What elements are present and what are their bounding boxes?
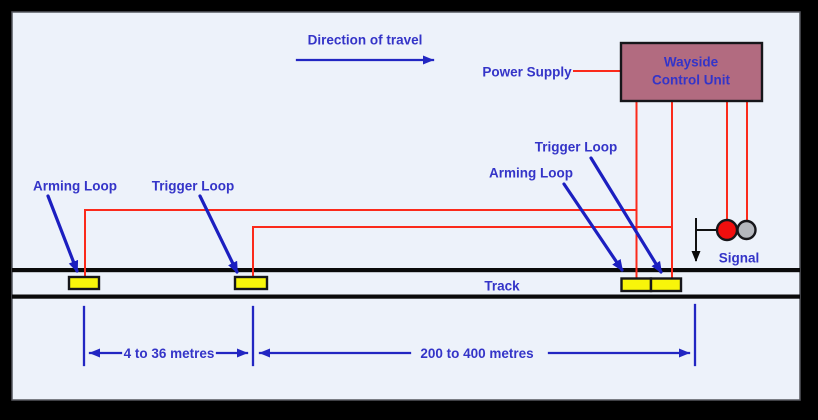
arming-loop-left: [67, 275, 101, 291]
arming-loop-left-wire: [84, 209, 638, 279]
trigger-loop-left-wire: [252, 226, 673, 279]
direction-of-travel-label: Direction of travel: [308, 33, 423, 48]
trigger-loop-right-label: Trigger Loop: [535, 140, 618, 155]
wcu-label-line2: Control Unit: [652, 73, 730, 88]
signal-label: Signal: [719, 251, 760, 266]
power-supply-label: Power Supply: [482, 65, 572, 80]
trigger-loop-right: [649, 277, 683, 293]
track-label: Track: [484, 279, 520, 294]
wayside-control-unit-box: [619, 41, 764, 103]
signal-gray-aspect: [736, 219, 757, 241]
wcu-label-line1: Wayside: [664, 55, 719, 70]
trigger-loop-left-label: Trigger Loop: [152, 179, 235, 194]
arming-loop-right: [620, 277, 653, 293]
signal-red-aspect: [715, 218, 739, 242]
trigger-loop-right-pointer: [589, 156, 663, 274]
arming-loop-left-label: Arming Loop: [33, 179, 117, 194]
arming-loop-right-label: Arming Loop: [489, 166, 573, 181]
track-rail-bottom: [12, 294, 800, 299]
track-rail-top: [12, 268, 800, 273]
arming-loop-right-pointer: [562, 182, 624, 272]
arming-loop-left-pointer: [46, 194, 79, 273]
trigger-loop-left-pointer: [198, 194, 239, 274]
dim2-label: 200 to 400 metres: [420, 346, 533, 361]
trigger-loop-left: [233, 275, 269, 291]
dim1-label: 4 to 36 metres: [124, 346, 215, 361]
